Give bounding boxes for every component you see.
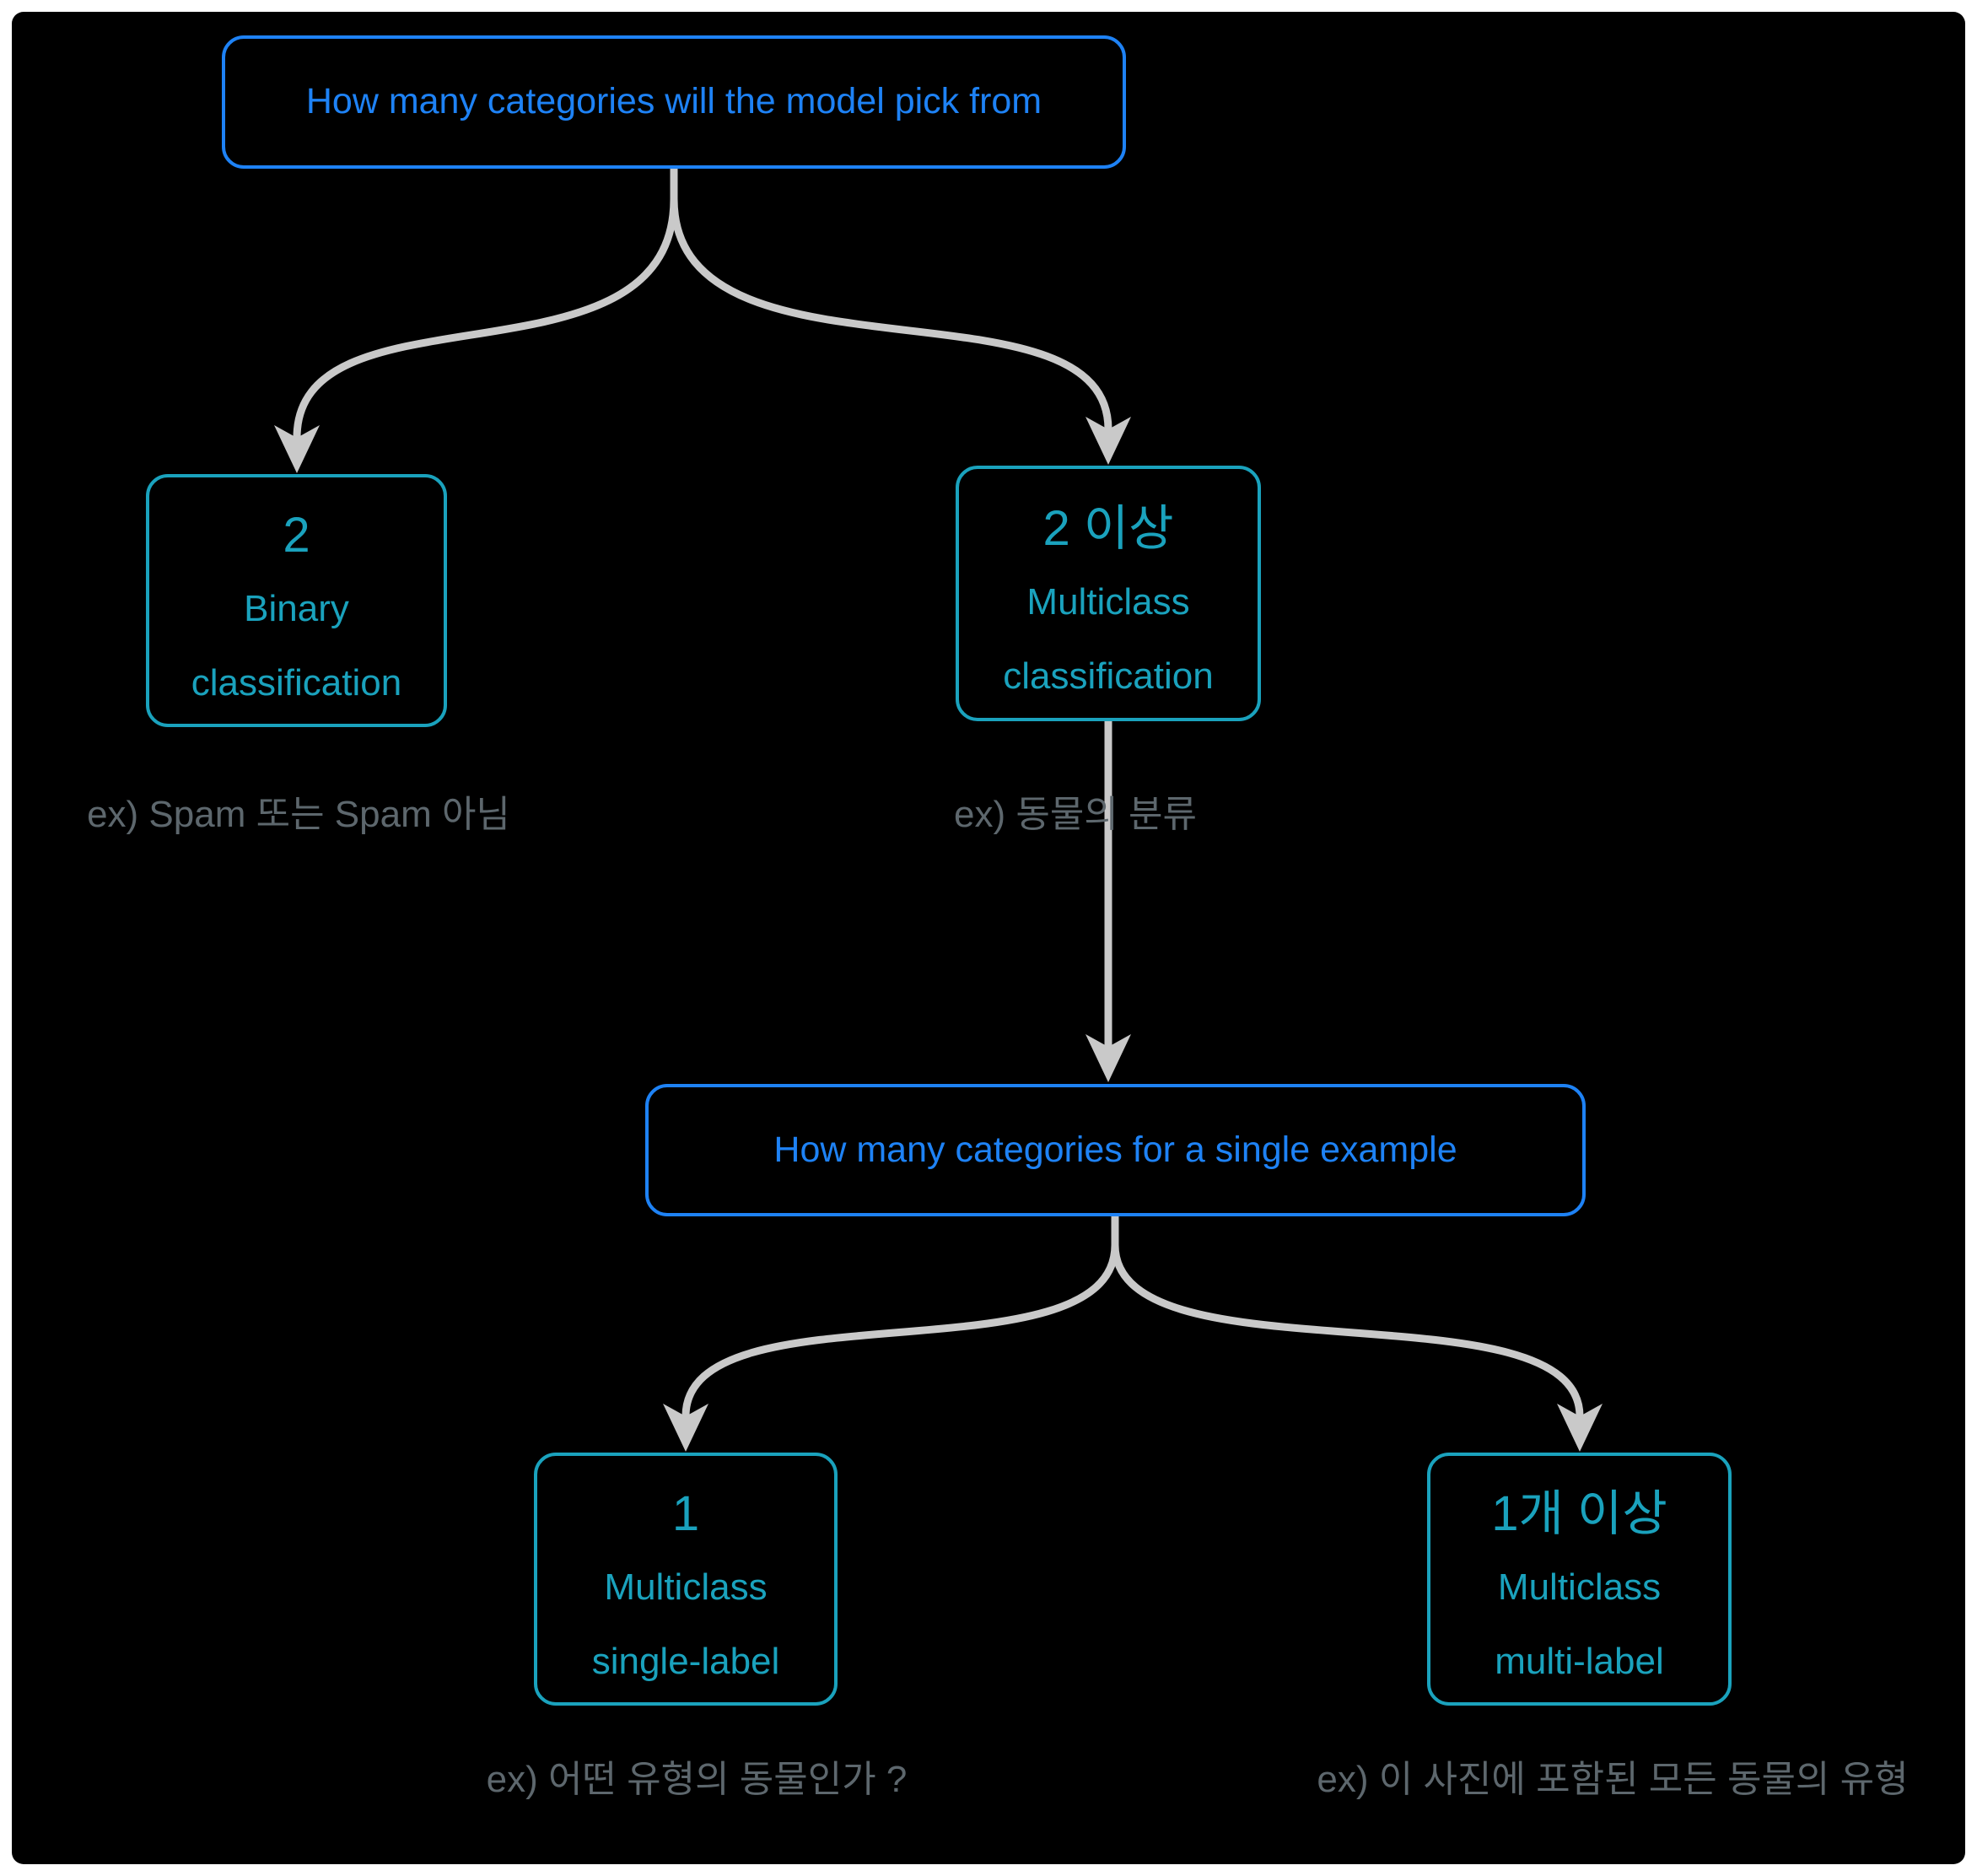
node-value: 2 xyxy=(283,508,310,563)
example-caption-multiclass: ex) 동물의 분류 xyxy=(954,794,1197,835)
node-label-line1: Binary xyxy=(244,588,349,629)
question-node-model-categories: How many categories will the model pick … xyxy=(222,35,1126,169)
node-multiclass-multi-label: 1개 이상 Multiclass multi-label xyxy=(1427,1453,1732,1706)
example-caption-multi-label: ex) 이 사진에 포함된 모든 동물의 유형 xyxy=(1317,1759,1909,1800)
question-text: How many categories will the model pick … xyxy=(305,81,1042,122)
node-label-line2: classification xyxy=(191,662,402,704)
node-label-line1: Multiclass xyxy=(604,1566,768,1608)
node-value: 1 xyxy=(671,1486,700,1541)
node-label-line2: single-label xyxy=(591,1641,780,1682)
node-value: 1개 이상 xyxy=(1491,1486,1667,1541)
node-binary-classification: 2 Binary classification xyxy=(146,474,447,727)
node-label-line2: classification xyxy=(1003,655,1214,697)
node-label-line2: multi-label xyxy=(1495,1641,1664,1682)
node-value: 2 이상 xyxy=(1042,500,1174,556)
node-label-line1: Multiclass xyxy=(1026,580,1190,623)
node-multiclass-classification: 2 이상 Multiclass classification xyxy=(956,466,1261,721)
node-label-line1: Multiclass xyxy=(1497,1566,1662,1608)
question-text: How many categories for a single example xyxy=(773,1129,1457,1170)
question-node-single-example-categories: How many categories for a single example xyxy=(645,1084,1586,1216)
example-caption-binary: ex) Spam 또는 Spam 아님 xyxy=(87,794,510,835)
example-caption-single-label: ex) 어떤 유형의 동물인가 ? xyxy=(486,1759,908,1800)
node-multiclass-single-label: 1 Multiclass single-label xyxy=(534,1453,838,1706)
